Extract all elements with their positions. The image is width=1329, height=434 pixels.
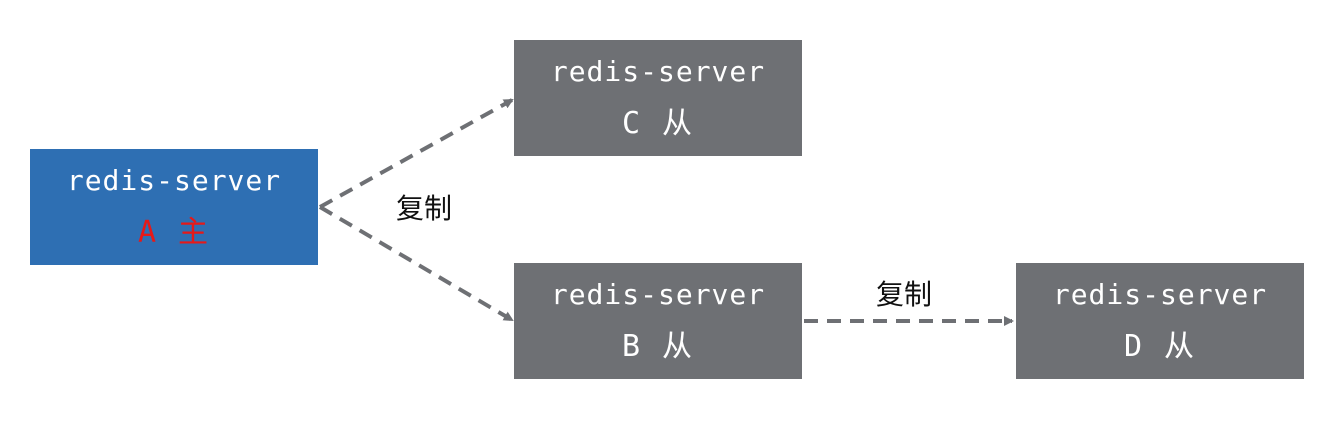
node-d-slave: redis-server D 从 [1016,263,1304,379]
edge-label-replication-a: 复制 [396,192,453,225]
node-b-slave: redis-server B 从 [514,263,802,379]
node-a-role: A 主 [137,215,211,250]
node-a-master: redis-server A 主 [30,149,318,265]
node-c-slave: redis-server C 从 [514,40,802,156]
node-b-role: B 从 [621,329,695,364]
node-b-name: redis-server [550,278,766,311]
edge-a-to-b [318,205,514,322]
node-d-role: D 从 [1123,329,1197,364]
edge-a-to-c [319,98,514,209]
node-a-name: redis-server [66,164,282,197]
edge-label-replication-b-d: 复制 [876,278,933,311]
node-c-name: redis-server [550,55,766,88]
node-c-role: C 从 [621,106,695,141]
node-d-name: redis-server [1052,278,1268,311]
